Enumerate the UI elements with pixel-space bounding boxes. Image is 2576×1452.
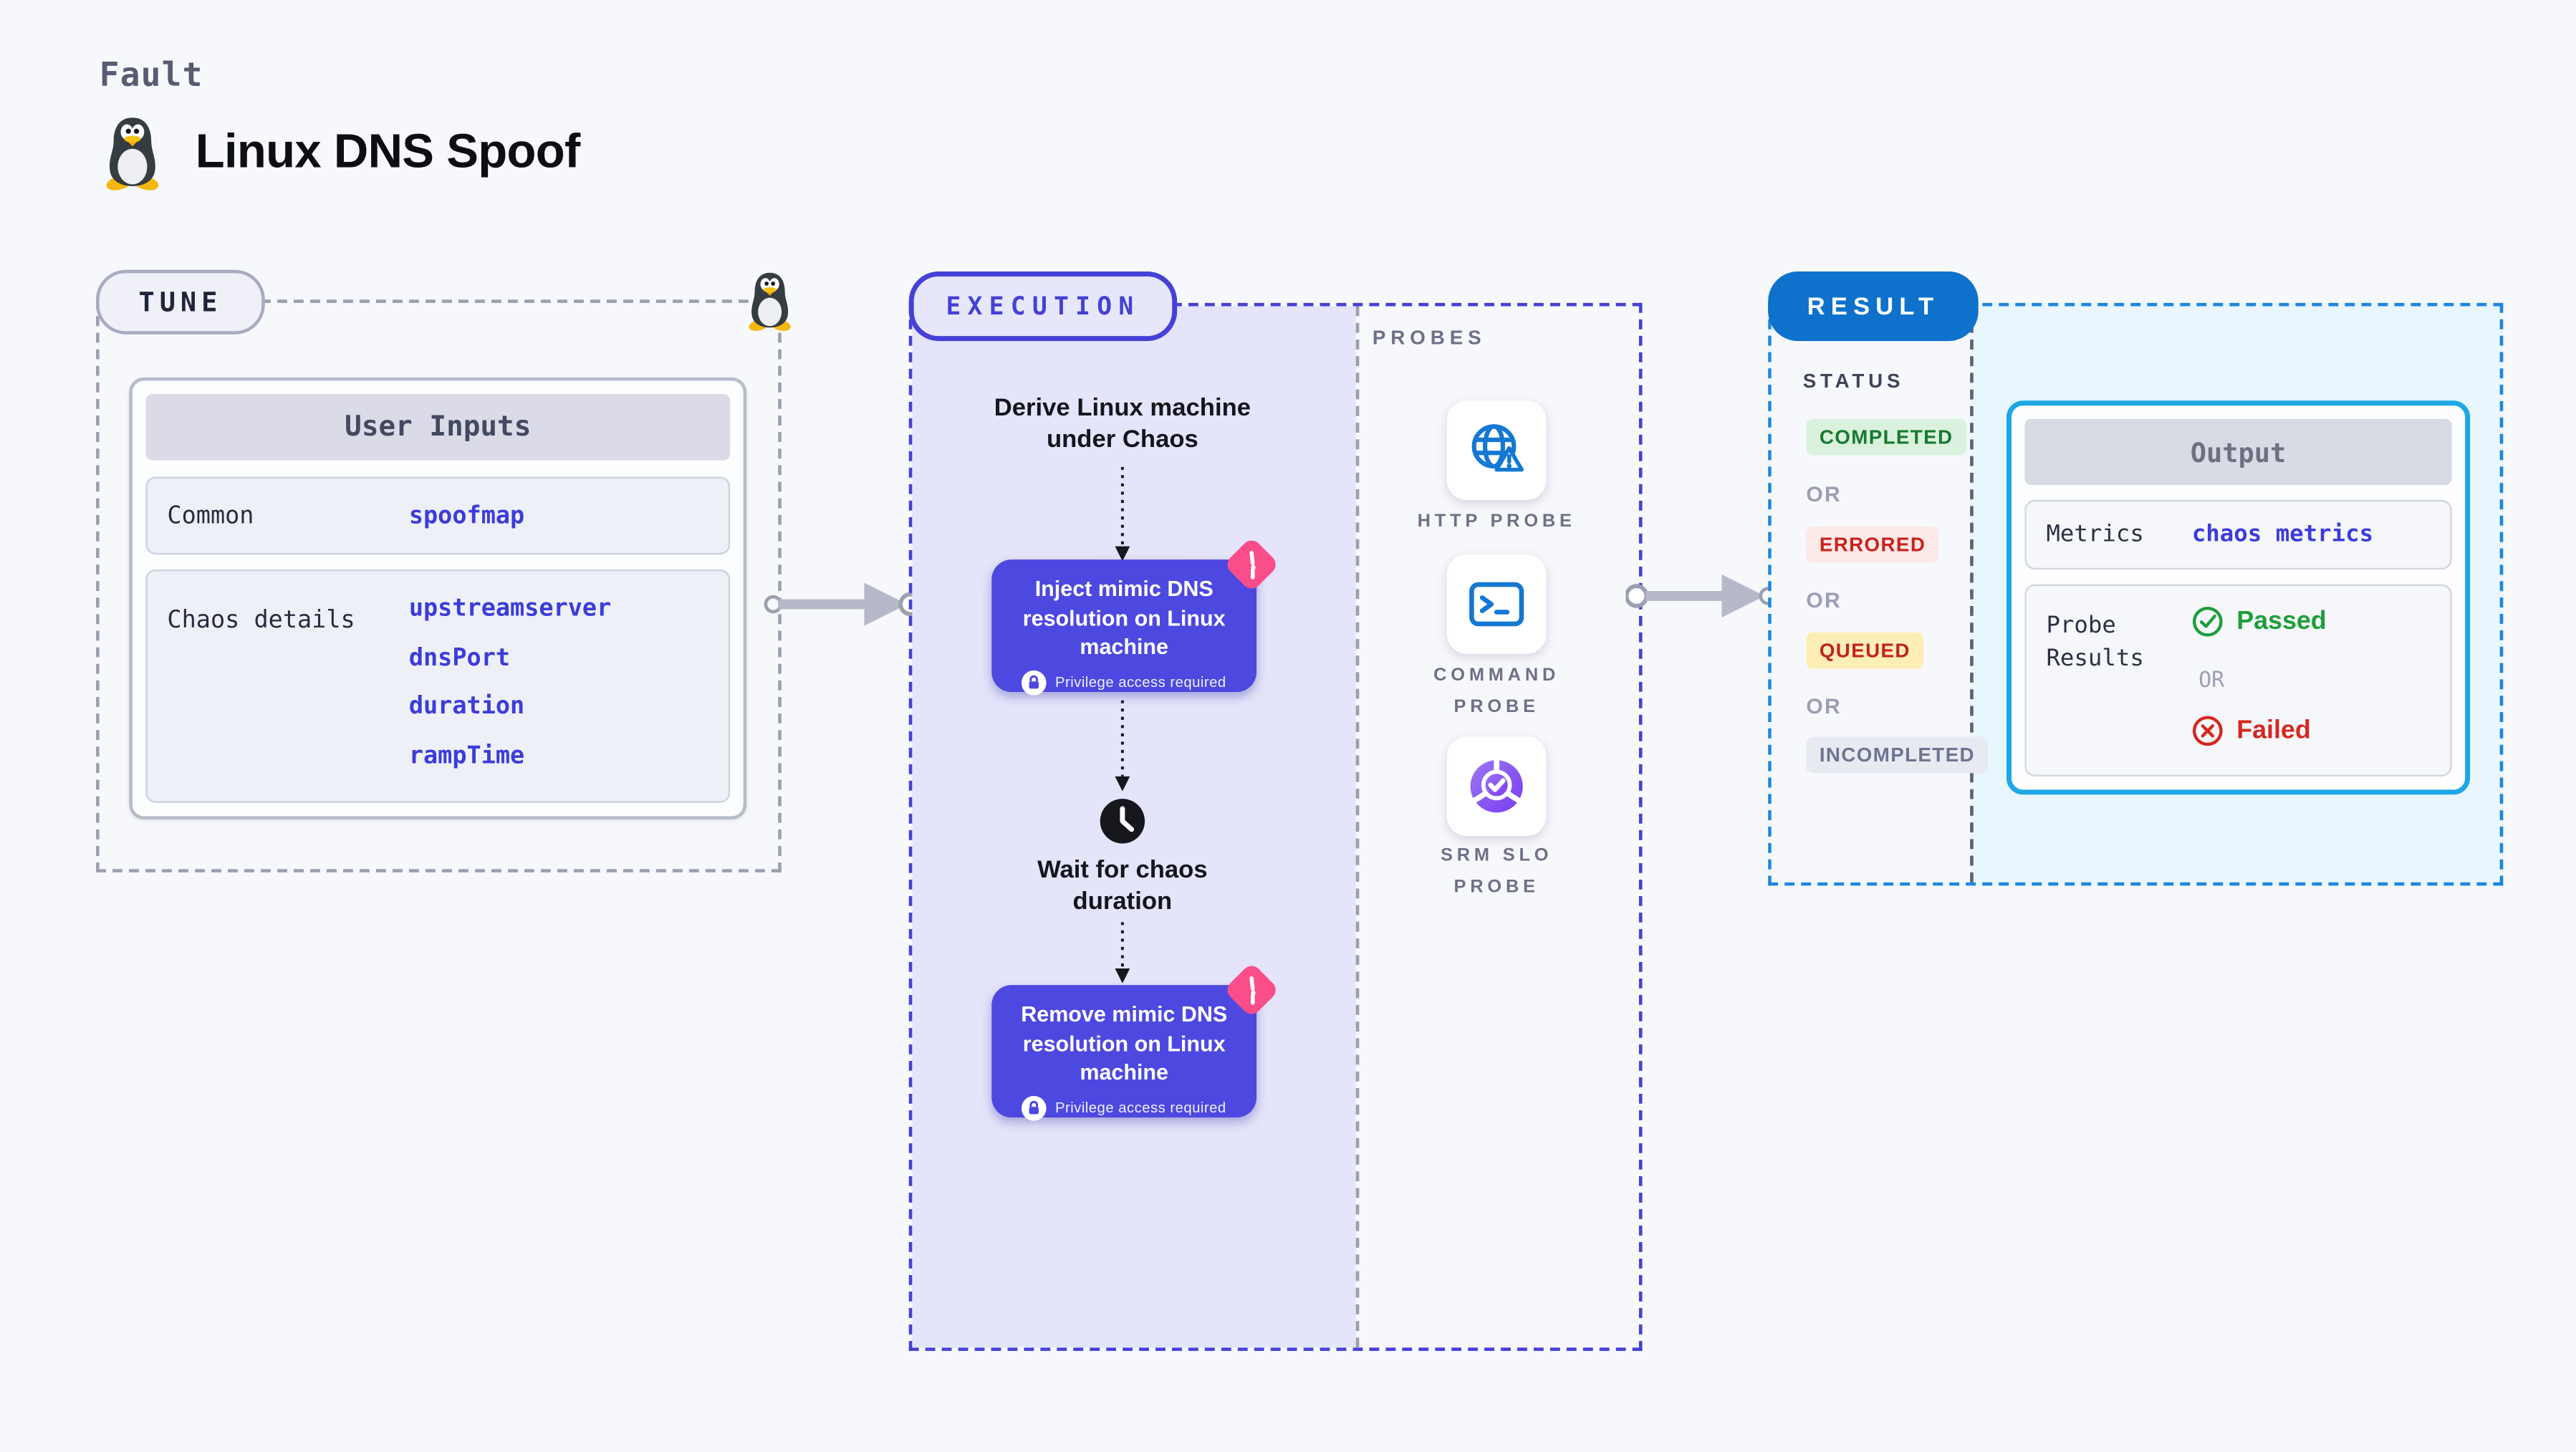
litmus-chaos-icon bbox=[1223, 536, 1280, 593]
flow-connector-arrow bbox=[1115, 466, 1130, 562]
status-badge-errored: ERRORED bbox=[1806, 526, 1939, 563]
passed-text: Passed bbox=[2236, 606, 2327, 635]
litmus-chaos-icon bbox=[1223, 961, 1280, 1019]
user-inputs-title: User Inputs bbox=[145, 394, 731, 461]
derive-step-text: Derive Linux machine under Chaos bbox=[994, 394, 1251, 454]
tux-corner-icon bbox=[747, 272, 792, 333]
srm-slo-probe-card bbox=[1446, 736, 1547, 837]
wait-step-text: Wait for chaos duration bbox=[1037, 855, 1208, 916]
passed-check-icon bbox=[2192, 606, 2223, 637]
failed-x-icon bbox=[2192, 716, 2223, 746]
page-title: Linux DNS Spoof bbox=[195, 125, 581, 179]
status-badge-queued: QUEUED bbox=[1806, 632, 1924, 669]
input-value: dnsPort bbox=[408, 645, 511, 672]
clock-icon bbox=[1100, 799, 1145, 844]
tune-section bbox=[96, 299, 782, 872]
flow-connector-arrow bbox=[1115, 922, 1130, 984]
output-title: Output bbox=[2024, 418, 2452, 486]
result-section-label: RESULT bbox=[1768, 271, 1979, 342]
status-or-separator: OR bbox=[1806, 587, 1842, 613]
probe-results-row: Probe Results Passed OR Failed bbox=[2024, 584, 2452, 777]
tune-section-label: TUNE bbox=[96, 269, 265, 335]
inject-step-card: Inject mimic DNS resolution on Linux mac… bbox=[991, 559, 1257, 695]
probes-divider bbox=[1355, 306, 1360, 1348]
execution-section-label: EXECUTION bbox=[908, 271, 1178, 342]
http-probe-card bbox=[1446, 400, 1547, 500]
input-value: duration bbox=[408, 693, 525, 721]
probes-heading: PROBES bbox=[1372, 326, 1486, 350]
globe-alert-icon bbox=[1471, 424, 1524, 472]
srm-slo-probe-label: SRM SLO PROBE bbox=[1441, 845, 1553, 898]
execution-section: Derive Linux machine under Chaos Inject … bbox=[908, 302, 1643, 1351]
remove-step-wrapper: Remove mimic DNS resolution on Linux mac… bbox=[991, 961, 1280, 1120]
terminal-icon bbox=[1469, 582, 1524, 627]
command-probe-label: COMMAND PROBE bbox=[1433, 665, 1560, 717]
status-badge-incompleted: INCOMPLETED bbox=[1806, 736, 1989, 774]
input-label: Common bbox=[167, 502, 254, 529]
input-label: Chaos details bbox=[167, 607, 355, 635]
metrics-label: Metrics bbox=[2046, 521, 2144, 548]
tune-to-execution-arrow bbox=[764, 582, 923, 626]
input-row-common: Common spoofmap bbox=[145, 476, 731, 555]
slo-donut-icon bbox=[1470, 759, 1523, 813]
execution-to-result-arrow bbox=[1625, 574, 1777, 618]
status-badge-completed: COMPLETED bbox=[1806, 418, 1966, 456]
remove-step-card: Remove mimic DNS resolution on Linux mac… bbox=[991, 985, 1257, 1120]
fault-kicker: Fault bbox=[99, 54, 203, 95]
metrics-value: chaos metrics bbox=[2191, 521, 2374, 548]
flow-connector-arrow bbox=[1115, 700, 1130, 792]
input-row-chaos-details: Chaos details upstreamserver dnsPort dur… bbox=[145, 569, 731, 803]
inject-step-wrapper: Inject mimic DNS resolution on Linux mac… bbox=[991, 536, 1280, 695]
failed-text: Failed bbox=[2236, 716, 2311, 744]
probe-results-label: Probe Results bbox=[2046, 612, 2144, 673]
privilege-note: Privilege access required bbox=[1054, 673, 1226, 691]
privilege-note: Privilege access required bbox=[1054, 1099, 1226, 1116]
tux-penguin-icon bbox=[105, 117, 160, 193]
status-or-separator: OR bbox=[1806, 693, 1842, 718]
status-column bbox=[1771, 306, 1971, 883]
lock-icon bbox=[1022, 669, 1047, 695]
status-output-divider bbox=[1970, 306, 1974, 883]
input-value: upstreamserver bbox=[408, 595, 612, 622]
result-section: STATUS COMPLETED OR ERRORED OR QUEUED OR… bbox=[1768, 302, 2504, 886]
lock-icon bbox=[1022, 1095, 1047, 1120]
http-probe-label: HTTP PROBE bbox=[1417, 511, 1576, 532]
status-or-separator: OR bbox=[1806, 481, 1842, 507]
input-value: rampTime bbox=[408, 742, 525, 769]
probe-result-or: OR bbox=[2198, 668, 2225, 694]
user-inputs-card: User Inputs Common spoofmap Chaos detail… bbox=[129, 377, 747, 819]
inject-step-text: Inject mimic DNS resolution on Linux mac… bbox=[1022, 576, 1226, 659]
command-probe-card bbox=[1446, 554, 1547, 654]
input-value: spoofmap bbox=[408, 502, 525, 529]
metrics-row: Metrics chaos metrics bbox=[2024, 499, 2452, 570]
remove-step-text: Remove mimic DNS resolution on Linux mac… bbox=[1021, 1001, 1228, 1085]
status-heading: STATUS bbox=[1802, 369, 1905, 393]
output-card: Output Metrics chaos metrics Probe Resul… bbox=[2006, 400, 2471, 795]
